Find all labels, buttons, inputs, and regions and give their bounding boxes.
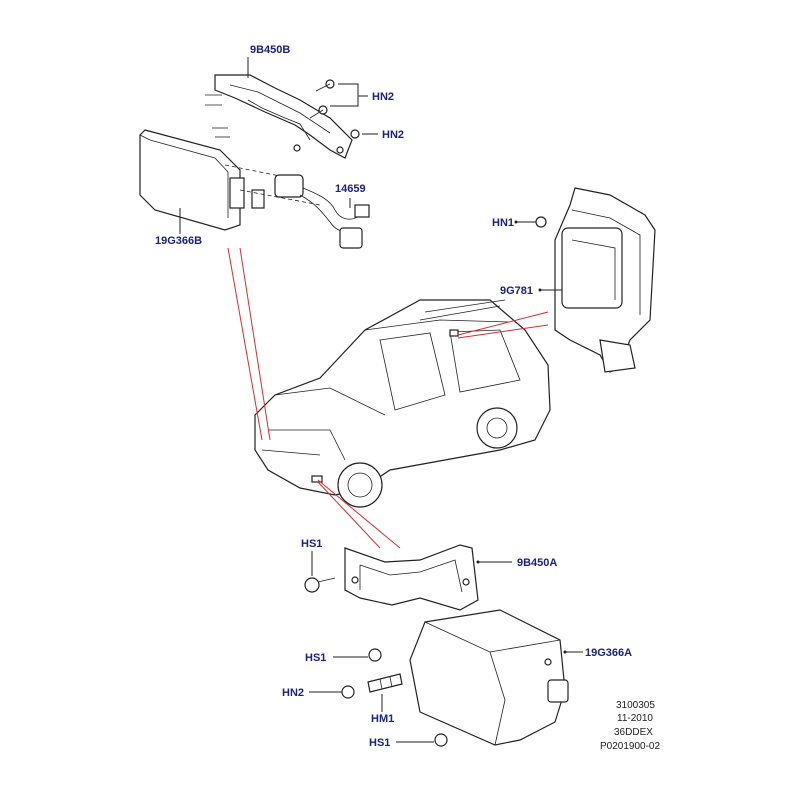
hn2-nut-lower bbox=[341, 685, 355, 699]
callout-hn2-upper-a: HN2 bbox=[372, 91, 394, 103]
callout-hm1: HM1 bbox=[371, 713, 394, 725]
callout-19g366a: 19G366A bbox=[585, 647, 632, 659]
callout-14659: 14659 bbox=[335, 183, 366, 195]
reference-block: 3100305 11-2010 36DDEX P0201900-02 bbox=[600, 700, 660, 752]
leader-hn2-upper-a bbox=[330, 83, 359, 107]
lower-module-19g366a bbox=[409, 609, 569, 746]
ref-line-1: 3100305 bbox=[616, 700, 655, 711]
hs1-bolt-bracket bbox=[304, 577, 336, 593]
hs1-bolt-lower-a bbox=[368, 648, 382, 662]
upper-bracket-9b450b bbox=[205, 74, 353, 159]
ref-line-2: 11-2010 bbox=[617, 713, 653, 724]
rcm-bracket-9g781 bbox=[554, 187, 656, 373]
callout-9g781: 9G781 bbox=[500, 285, 533, 297]
harness-14659 bbox=[274, 174, 370, 249]
callout-hs1-lower-b: HS1 bbox=[369, 737, 390, 749]
locator-lines bbox=[227, 247, 549, 549]
hs1-bolt-lower-b bbox=[434, 733, 448, 747]
callout-hs1-bracket: HS1 bbox=[301, 538, 322, 550]
callout-9b450a: 9B450A bbox=[517, 557, 557, 569]
ref-line-4: P0201900-02 bbox=[600, 741, 660, 752]
lower-bracket-9b450a bbox=[344, 544, 479, 611]
callout-hs1-lower-a: HS1 bbox=[305, 652, 326, 664]
ref-line-3: 36DDEX bbox=[614, 727, 653, 738]
callout-hn2-lower: HN2 bbox=[282, 687, 304, 699]
upper-nuts-hn2 bbox=[309, 79, 360, 139]
upper-module-19g366b bbox=[139, 129, 265, 231]
callout-9b450b: 9B450B bbox=[250, 44, 290, 56]
vehicle-outline bbox=[254, 299, 551, 508]
callout-hn2-upper-b: HN2 bbox=[382, 129, 404, 141]
hm1-stud bbox=[367, 673, 403, 693]
callout-hn1: HN1 bbox=[492, 217, 514, 229]
hn1-nut bbox=[535, 216, 547, 228]
callout-19g366b: 19G366B bbox=[155, 235, 202, 247]
